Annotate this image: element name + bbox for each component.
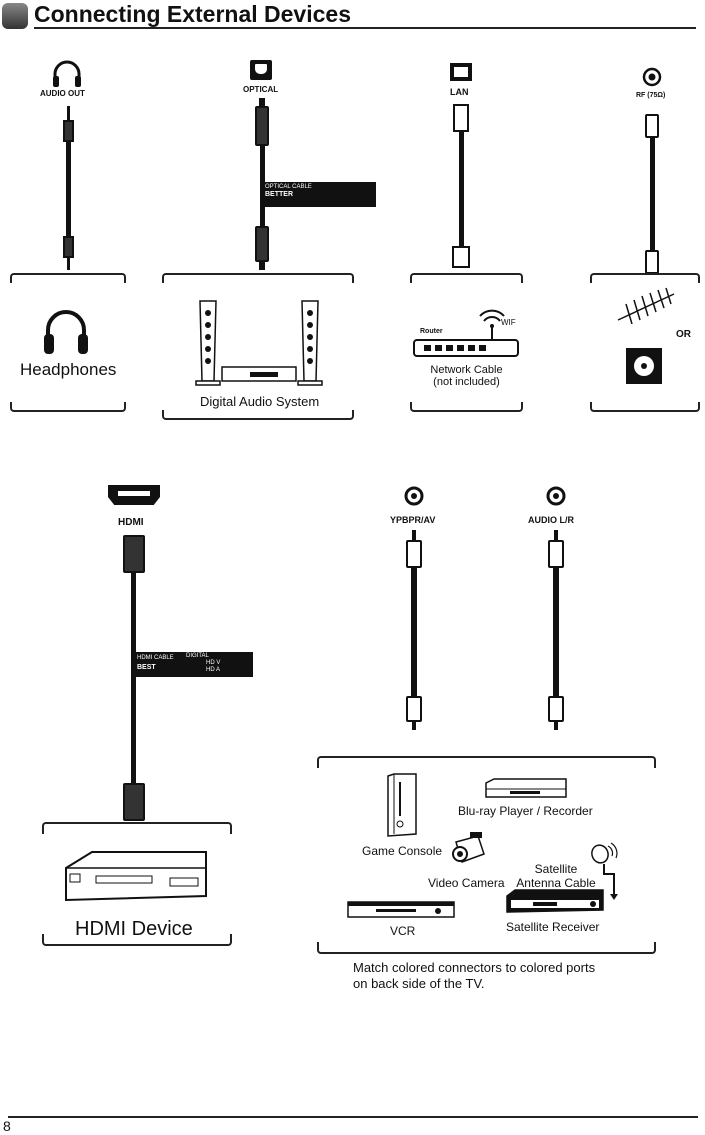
network-cable-label: Network Cable (not included) bbox=[430, 364, 503, 388]
optical-port-icon bbox=[250, 60, 272, 80]
headphones-bracket-bottom bbox=[10, 402, 126, 412]
antenna-bracket-top bbox=[590, 273, 700, 283]
hdmi-cable bbox=[131, 573, 136, 783]
audio-jack-top bbox=[63, 120, 74, 142]
color-match-note: Match colored connectors to colored port… bbox=[353, 960, 596, 991]
router-label: Router bbox=[420, 328, 443, 335]
satellite-cable-label: Satellite Antenna Cable bbox=[516, 862, 596, 890]
satellite-receiver-icon bbox=[506, 889, 604, 913]
optical-plug-tip bbox=[259, 98, 265, 106]
audio-lr-plug-top bbox=[548, 540, 564, 568]
or-label: OR bbox=[676, 329, 691, 340]
optical-plug-top bbox=[255, 106, 269, 146]
audio-jack-tip bbox=[67, 106, 70, 120]
satellite-receiver-label: Satellite Receiver bbox=[506, 920, 600, 934]
optical-plug-bottom bbox=[255, 226, 269, 262]
lan-label: LAN bbox=[450, 87, 469, 97]
vcr-icon bbox=[347, 901, 455, 918]
rf-port-icon bbox=[642, 67, 662, 87]
wall-outlet-icon bbox=[626, 348, 662, 384]
rf-cable bbox=[650, 138, 655, 250]
audio-system-icon bbox=[195, 300, 323, 386]
hdmi-device-icon bbox=[65, 851, 207, 902]
audio-jack-bottom bbox=[63, 236, 74, 258]
audio-lr-port-icon bbox=[546, 486, 566, 506]
ypbpr-cable bbox=[411, 568, 417, 696]
wifi-label: WIF bbox=[501, 318, 516, 327]
optical-label: OPTICAL bbox=[243, 85, 279, 94]
optical-plug-tip-bottom bbox=[259, 262, 265, 270]
antenna-bracket-bottom bbox=[590, 402, 700, 412]
audio-out-label: AUDIO OUT bbox=[40, 89, 85, 98]
game-console-label: Game Console bbox=[362, 844, 443, 858]
ypbpr-port-icon bbox=[404, 486, 424, 506]
ypbpr-plug-top bbox=[406, 540, 422, 568]
audio-system-bracket-top bbox=[162, 273, 354, 283]
ypbpr-plug-bottom bbox=[406, 696, 422, 722]
audio-system-label: Digital Audio System bbox=[200, 394, 320, 409]
lan-port-icon bbox=[450, 63, 472, 81]
hdmi-port-icon bbox=[108, 485, 160, 505]
router-icon bbox=[413, 309, 519, 357]
router-bracket-bottom bbox=[410, 402, 523, 412]
vcr-label: VCR bbox=[390, 924, 416, 938]
ypbpr-label: YPBPR/AV bbox=[390, 515, 436, 525]
audio-lr-cable bbox=[553, 568, 559, 696]
headphones-bracket-top bbox=[10, 273, 126, 283]
header-rule bbox=[34, 27, 696, 29]
header-bullet-icon bbox=[2, 3, 28, 29]
audio-lr-plug-bottom bbox=[548, 696, 564, 722]
audio-cable bbox=[66, 142, 71, 236]
bluray-label: Blu-ray Player / Recorder bbox=[458, 804, 593, 818]
hdmi-label: HDMI bbox=[118, 517, 144, 528]
rf-plug-top bbox=[645, 114, 659, 138]
hdmi-cable-tag: HDMI CABLE BEST DIGITAL HD V HD A bbox=[134, 652, 253, 677]
bluray-player-icon bbox=[485, 778, 567, 798]
page-number: 8 bbox=[3, 1118, 11, 1134]
rf-label: RF (75Ω) bbox=[636, 92, 666, 99]
lan-plug-top bbox=[453, 104, 469, 132]
game-console-icon bbox=[387, 773, 417, 837]
antenna-icon bbox=[617, 287, 675, 324]
router-bracket-top bbox=[410, 273, 523, 283]
network-cable bbox=[459, 132, 464, 246]
hdmi-plug-top bbox=[123, 535, 145, 573]
audio-lr-plug-tip-bottom bbox=[554, 722, 558, 730]
page-title: Connecting External Devices bbox=[34, 1, 351, 27]
video-camera-label: Video Camera bbox=[428, 876, 505, 890]
lan-plug-bottom bbox=[452, 246, 470, 268]
optical-cable-tag: OPTICAL CABLE BETTER bbox=[262, 182, 376, 207]
audio-lr-label: AUDIO L/R bbox=[528, 515, 574, 525]
headphones-device-icon bbox=[44, 310, 88, 354]
satellite-dish-icon bbox=[591, 842, 618, 900]
rf-plug-bottom bbox=[645, 250, 659, 274]
footer-rule bbox=[8, 1116, 698, 1118]
av-devices-bracket-top bbox=[317, 756, 656, 768]
hdmi-device-label: HDMI Device bbox=[75, 918, 193, 940]
ypbpr-plug-tip-bottom bbox=[412, 722, 416, 730]
audio-jack-tip-bottom bbox=[67, 258, 70, 270]
hdmi-device-bracket-top bbox=[42, 822, 232, 834]
hdmi-plug-bottom bbox=[123, 783, 145, 821]
headphones-icon bbox=[53, 60, 81, 87]
headphones-label: Headphones bbox=[20, 360, 117, 379]
video-camera-icon bbox=[452, 832, 485, 863]
audio-system-bracket-bottom bbox=[162, 410, 354, 420]
audio-lr-plug-tip bbox=[554, 530, 558, 540]
av-devices-bracket-bottom bbox=[317, 942, 656, 954]
hdmi-device-bracket-bottom bbox=[42, 934, 232, 946]
ypbpr-plug-tip bbox=[412, 530, 416, 540]
